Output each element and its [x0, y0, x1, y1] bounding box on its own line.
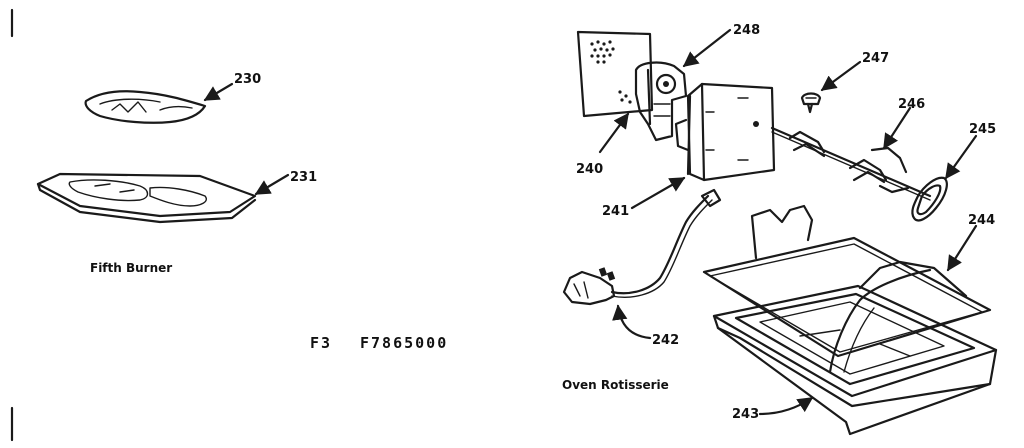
mounting-plate-240 [576, 30, 654, 118]
part-label-244: 244 [968, 213, 995, 228]
power-cord-242 [562, 188, 722, 306]
leader-231 [254, 173, 290, 196]
caption-oven-rotisserie: Oven Rotisserie [562, 378, 669, 392]
leader-230 [203, 82, 234, 102]
leader-240 [598, 112, 630, 154]
caption-fifth-burner: Fifth Burner [90, 261, 172, 275]
figure-section-code: F3 [310, 334, 332, 352]
leader-248 [682, 28, 732, 68]
leader-247 [820, 60, 862, 92]
burner-cap-230 [84, 90, 207, 124]
part-label-247: 247 [862, 51, 889, 66]
part-label-230: 230 [234, 72, 261, 87]
part-label-245: 245 [969, 122, 996, 137]
screw-247 [800, 92, 822, 114]
part-label-240: 240 [576, 162, 603, 177]
leader-241 [630, 176, 686, 210]
leader-246 [882, 106, 912, 150]
drip-pan-243 [712, 284, 998, 436]
part-label-241: 241 [602, 204, 629, 219]
part-label-231: 231 [290, 170, 317, 185]
handle-245 [911, 176, 948, 222]
motor-bracket-248 [634, 61, 688, 142]
spit-rod-246 [770, 126, 932, 201]
wire-rack-244 [702, 204, 992, 374]
part-label-246: 246 [898, 97, 925, 112]
leader-243 [758, 396, 814, 416]
leader-245 [944, 134, 978, 180]
figure-model-number: F7865000 [360, 334, 448, 352]
rotisserie-motor-241 [674, 82, 776, 182]
part-label-243: 243 [732, 407, 759, 422]
part-label-248: 248 [733, 23, 760, 38]
part-label-242: 242 [652, 333, 679, 348]
leader-244 [946, 224, 978, 272]
leader-242 [612, 304, 652, 340]
burner-plate-231 [36, 172, 257, 224]
